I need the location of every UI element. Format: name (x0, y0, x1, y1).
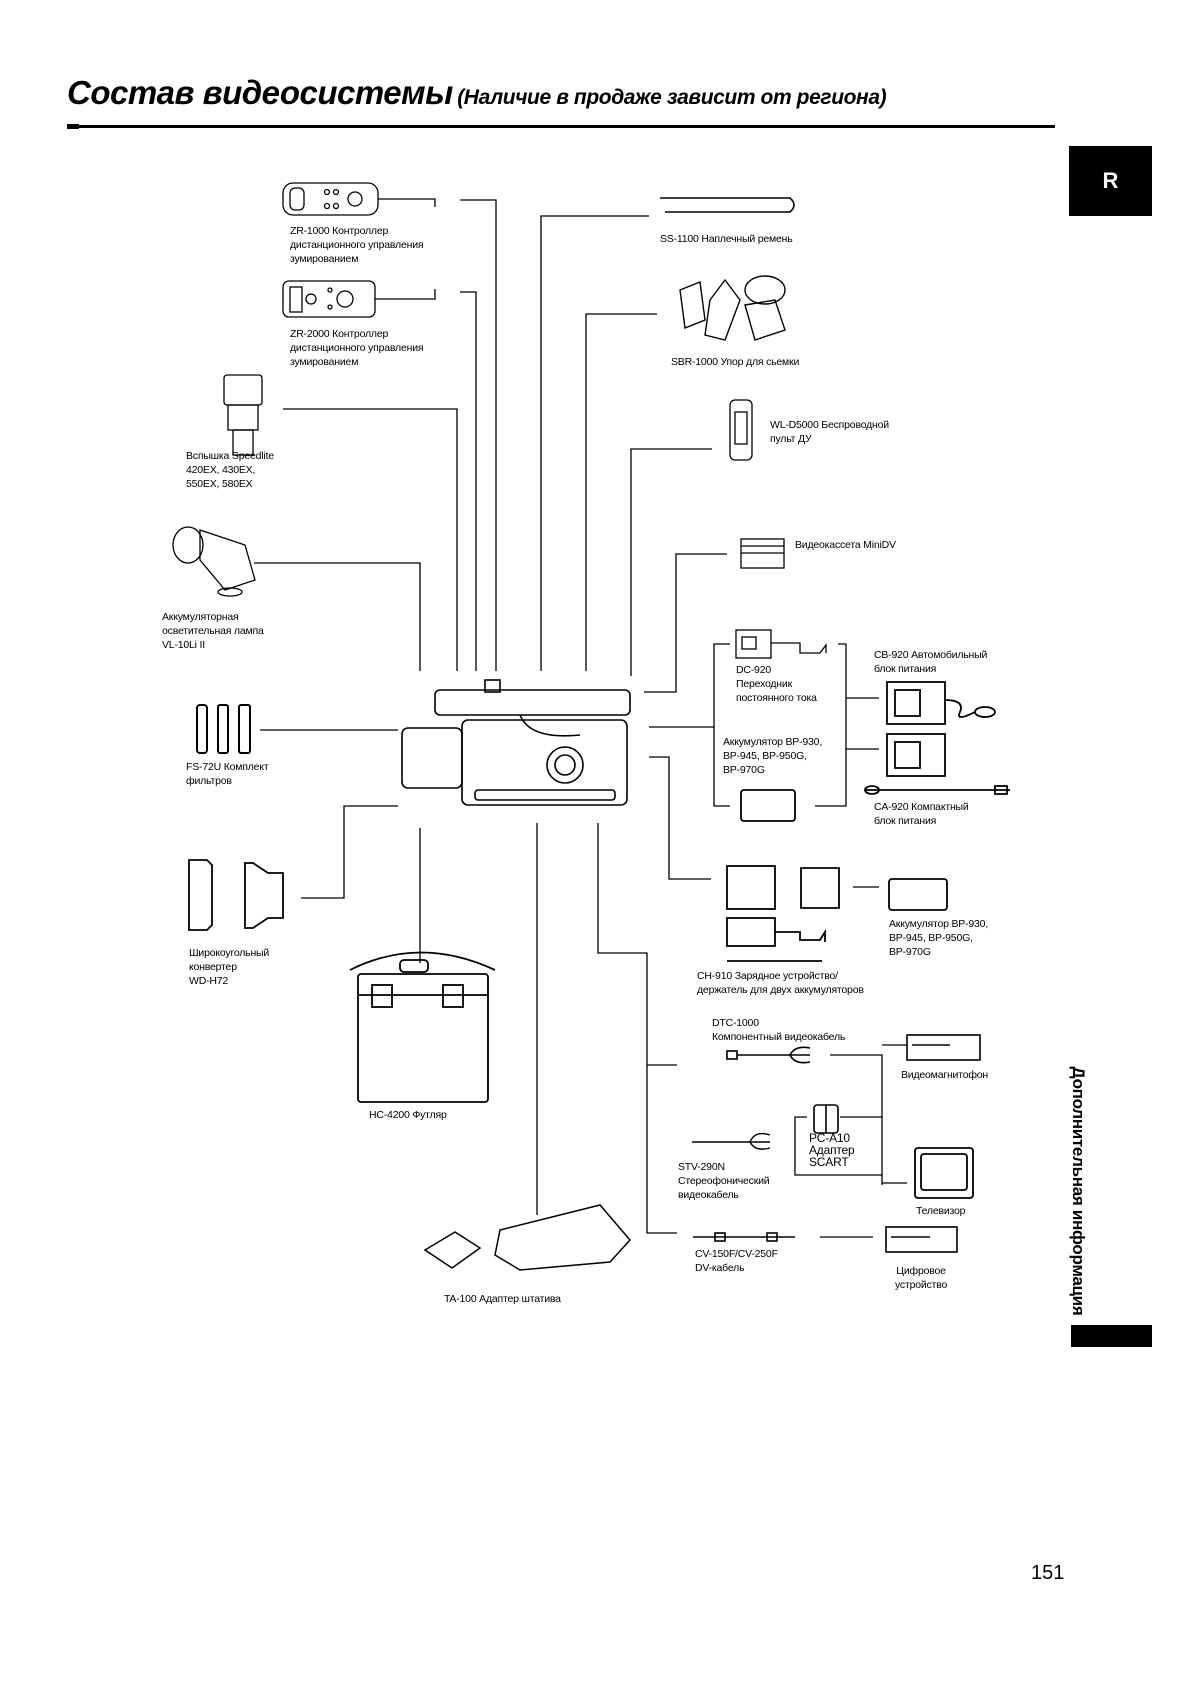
camcorder-icon (401, 679, 631, 806)
speedlite-flash-icon (223, 374, 263, 456)
label-sbr1000: SBR-1000 Упор для сьемки (671, 356, 800, 368)
label-ca920: CA-920 Компактный блок питания (874, 801, 969, 827)
dc920-dc-coupler-icon (735, 629, 827, 659)
label-ta100: TA-100 Адаптер штатива (444, 1293, 561, 1305)
page-title-subtitle: (Наличие в продаже зависит от региона) (457, 86, 887, 109)
label-dc920: DC-920 Переходник постоянного тока (736, 664, 817, 704)
label-wld5000: WL-D5000 Беспроводной пульт ДУ (770, 419, 889, 445)
side-section-bar (1071, 1325, 1152, 1347)
wdh72-wide-converter-icon (188, 859, 284, 931)
sbr1000-shoulder-brace-icon (679, 275, 786, 341)
page-title: Состав видеосистемы (Наличие в продаже з… (67, 74, 887, 112)
label-minidv: Видеокассета MiniDV (795, 539, 896, 551)
ca920-compact-power-adapter-icon (864, 733, 1010, 795)
minidv-cassette-icon (740, 538, 785, 569)
battery-pack-icon-2 (888, 878, 948, 911)
battery-pack-icon (740, 789, 796, 822)
label-vl10: Аккумуляторная осветительная лампа VL-10… (162, 611, 264, 651)
label-vcr: Видеомагнитофон (901, 1069, 989, 1081)
zr1000-remote-icon (282, 182, 436, 216)
ch910-charger-icon (726, 865, 840, 962)
label-hc4200: HC-4200 Футляр (369, 1109, 447, 1121)
stv290n-stereo-cable-icon (692, 1132, 771, 1150)
fs72u-filter-set-icon (196, 704, 251, 754)
wld5000-wireless-remote-icon (729, 399, 753, 461)
label-zr1000: ZR-1000 Контроллер дистанционного управл… (290, 225, 424, 265)
label-zr2000: ZR-2000 Контроллер дистанционного управл… (290, 328, 424, 368)
page-title-main: Состав видеосистемы (67, 74, 453, 111)
label-fs72u: FS-72U Комплект фильтров (186, 761, 269, 787)
label-tv: Телевизор (916, 1205, 966, 1217)
page-number: 151 (1031, 1562, 1065, 1584)
cv150f-dv-cable-icon (693, 1232, 795, 1242)
label-dtc1000: DTC-1000 Компонентный видеокабель (712, 1017, 846, 1043)
section-tab-label: R (1102, 168, 1119, 193)
hc4200-hard-case-icon (349, 951, 496, 1103)
tv-icon (914, 1147, 974, 1199)
label-cb920: CB-920 Автомобильный блок питания (874, 649, 988, 675)
label-speedlite: Вспышка Speedlite 420EX, 430EX, 550EX, 5… (186, 450, 274, 490)
label-digital-device: Цифровое устройство (895, 1265, 948, 1291)
label-battery-2: Аккумулятор BP-930, BP-945, BP-950G, BP-… (889, 918, 989, 958)
label-cv150f: CV-150F/CV-250F DV-кабель (695, 1248, 778, 1274)
label-stv290n: STV-290N Стереофонический видеокабель (678, 1161, 770, 1201)
label-pca10: PC-A10 Адаптер SCART (809, 1131, 855, 1169)
section-tab: R (1069, 146, 1152, 216)
ss1100-shoulder-strap-icon (660, 197, 795, 213)
label-ch910: CH-910 Зарядное устройство/ держатель дл… (697, 970, 864, 996)
connector-lines (254, 199, 907, 1238)
label-ss1100: SS-1100 Наплечный ремень (660, 233, 793, 245)
digital-device-icon (885, 1226, 958, 1253)
ta100-tripod-adapter-icon (423, 1204, 632, 1271)
cb920-car-adapter-icon (886, 681, 996, 725)
label-wdh72: Широкоугольный конвертер WD-H72 (189, 947, 270, 987)
title-rule (67, 125, 1055, 128)
label-battery: Аккумулятор BP-930, BP-945, BP-950G, BP-… (723, 736, 823, 776)
vcr-icon (906, 1034, 981, 1061)
zr2000-remote-icon (282, 280, 436, 318)
pca10-scart-adapter-icon (813, 1104, 839, 1134)
dtc1000-component-cable-icon (726, 1046, 811, 1064)
vl10-video-light-icon (172, 526, 256, 597)
